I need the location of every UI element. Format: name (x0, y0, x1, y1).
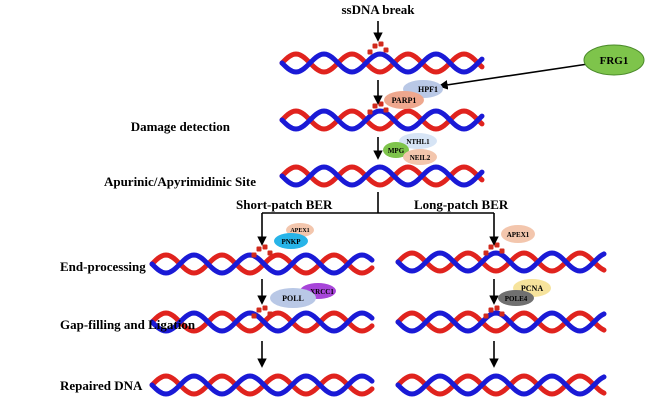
dna-fragment (378, 101, 384, 107)
dna-strand-red (395, 310, 607, 334)
dna-fragment (499, 311, 505, 317)
mpg-label: MPG (388, 147, 405, 155)
nthl1-label: NTHL1 (406, 138, 430, 146)
poll-bubble (270, 288, 316, 308)
neil2-label: NEIL2 (410, 154, 431, 162)
parp1-label: PARP1 (392, 96, 417, 105)
pathway-label-long: Long-patch BER (414, 197, 509, 212)
dna-fragment (256, 246, 262, 252)
helix-short-repaired (149, 373, 375, 397)
dna-strand-blue (279, 164, 485, 188)
helix-damage-detection (279, 101, 485, 132)
xrcc1-label: XRCC1 (310, 288, 334, 296)
dna-strand-red (149, 310, 375, 334)
dna-strand-blue (279, 51, 485, 75)
dna-strand-blue (395, 373, 607, 397)
helix-ap-site (279, 164, 485, 188)
mpg-bubble (383, 142, 409, 158)
dna-fragment (267, 311, 273, 317)
helix-long-endproc (395, 242, 607, 274)
dna-fragment (267, 250, 273, 256)
step-label-repaired: Repaired DNA (60, 378, 143, 393)
dna-fragment (372, 43, 378, 49)
apex1-long-label: APEX1 (507, 231, 530, 239)
dna-strand-red (149, 373, 375, 397)
dna-strand-blue (395, 250, 607, 274)
dna-fragment (499, 248, 505, 254)
dna-fragment (256, 307, 262, 313)
dna-strand-blue (279, 108, 485, 132)
step-label-gap-filling: Gap-filling and Ligation (60, 317, 196, 332)
connectors (257, 21, 589, 368)
arrow-frg1-to-hpf1 (438, 63, 589, 90)
title-ssdna-break: ssDNA break (341, 2, 415, 17)
nthl1-bubble (399, 133, 437, 149)
dna-helices (149, 41, 607, 397)
neil2-bubble (403, 149, 437, 165)
dna-fragment (372, 103, 378, 109)
dna-fragment (383, 47, 389, 53)
pathway-label-short: Short-patch BER (236, 197, 333, 212)
frg1-label: FRG1 (600, 55, 629, 67)
poll-label: POLL (282, 294, 304, 303)
frg1-bubble (583, 44, 645, 76)
dna-strand-blue (149, 252, 375, 276)
dna-strand-blue (149, 310, 375, 334)
pole4-bubble (498, 290, 534, 306)
pole4-label: POLE4 (505, 295, 528, 303)
dna-fragment (483, 313, 489, 319)
dna-fragment (251, 252, 257, 258)
dna-fragment (262, 305, 268, 311)
parp1-bubble (384, 91, 424, 109)
dna-fragment (262, 244, 268, 250)
dna-fragment (488, 307, 494, 313)
pnkp-label: PNKP (281, 238, 301, 246)
dna-strand-red (395, 250, 607, 274)
helix-short-endproc (149, 244, 375, 276)
step-label-end-processing: End-processing (60, 259, 146, 274)
dna-strand-red (149, 252, 375, 276)
pcna-label: PCNA (521, 284, 543, 293)
helix-long-repaired (395, 373, 607, 397)
apex1-long-bubble (501, 225, 535, 243)
dna-fragment (251, 313, 257, 319)
dna-fragment (383, 107, 389, 113)
helix-break (279, 41, 485, 75)
dna-fragment (483, 250, 489, 256)
dna-fragment (494, 242, 500, 248)
dna-fragment (494, 305, 500, 311)
helix-long-gapfill (395, 305, 607, 334)
dna-fragment (488, 244, 494, 250)
dna-fragment (367, 49, 373, 55)
hpf1-label: HPF1 (418, 85, 438, 94)
dna-fragment (378, 41, 384, 47)
step-label-ap-site: Apurinic/Apyrimidinic Site (104, 174, 256, 189)
dna-fragment (367, 109, 373, 115)
step-label-damage-detection: Damage detection (131, 119, 231, 134)
dna-strand-blue (149, 373, 375, 397)
apex1-short-label: APEX1 (290, 228, 309, 234)
pnkp-bubble (274, 233, 308, 249)
helix-short-gapfill (149, 305, 375, 334)
dna-strand-red (395, 373, 607, 397)
